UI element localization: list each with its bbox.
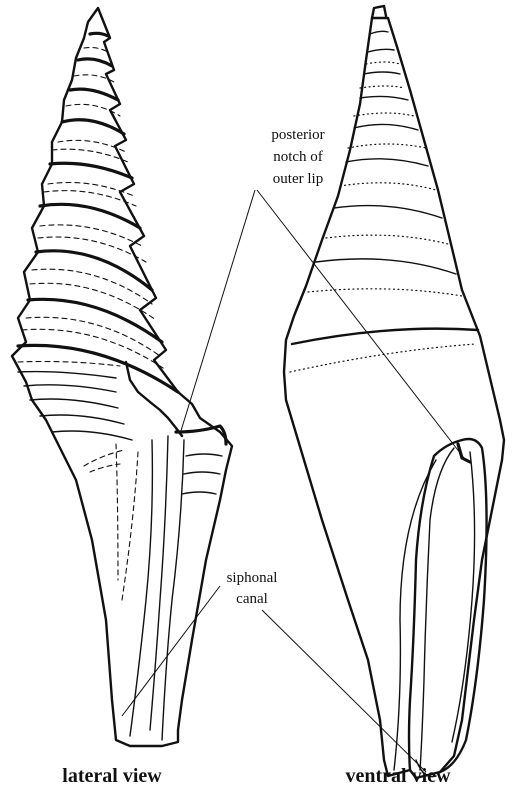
notch-leader-right — [257, 190, 464, 458]
lateral-body-line — [52, 431, 132, 440]
ventral-spiral-dots — [354, 113, 414, 116]
lateral-shell-outline — [12, 8, 232, 746]
lateral-suture — [28, 299, 162, 342]
canal-label: siphonal canal — [122, 570, 426, 772]
lateral-lip-line — [184, 472, 220, 474]
ventral-spiral-dots — [326, 235, 448, 244]
ventral-apex — [372, 6, 386, 18]
caption-lateral-view: lateral view — [62, 765, 162, 787]
notch-label-line-1: posterior — [271, 127, 324, 143]
ventral-spiral-dots — [348, 144, 426, 148]
ventral-suture — [292, 329, 478, 344]
lateral-canal-dash — [122, 452, 138, 600]
ventral-suture — [364, 72, 400, 74]
canal-label-line-2: canal — [236, 591, 268, 607]
ventral-spiral-dots — [366, 62, 400, 64]
ventral-suture — [368, 49, 394, 52]
lateral-suture — [70, 89, 118, 100]
lateral-lip-line — [182, 492, 216, 494]
lateral-canal-dash — [90, 464, 120, 472]
ventral-suture — [360, 96, 408, 100]
lateral-canal-dash — [84, 450, 124, 466]
canal-label-line-1: siphonal — [227, 570, 278, 586]
lateral-spiral-cord — [30, 283, 156, 320]
lateral-suture — [90, 33, 108, 36]
ventral-lip-inner — [452, 452, 475, 742]
notch-label-line-2: notch of — [273, 149, 323, 165]
lateral-columella — [130, 440, 152, 736]
lateral-view-shell — [12, 8, 232, 746]
ventral-view-shell — [284, 6, 504, 778]
canal-leader-right — [262, 610, 426, 772]
caption-ventral-view: ventral view — [346, 765, 452, 787]
lateral-suture — [62, 120, 124, 134]
ventral-spiral-dots — [290, 344, 476, 372]
lateral-body-line — [40, 415, 124, 424]
ventral-suture — [346, 159, 428, 166]
lateral-body-line — [18, 372, 116, 378]
lateral-canal-edge — [162, 440, 184, 740]
notch-label-line-3: outer lip — [273, 171, 323, 187]
notch-label: posterior notch of outer lip — [180, 127, 464, 458]
ventral-suture — [370, 31, 388, 34]
ventral-outer-lip — [440, 439, 487, 772]
lateral-body-line — [30, 399, 118, 408]
lateral-notch-sinus — [126, 362, 182, 436]
ventral-suture — [354, 124, 418, 130]
lateral-suture — [78, 59, 112, 66]
lateral-suture — [40, 204, 140, 228]
ventral-suture — [316, 259, 456, 274]
lateral-body-line — [24, 385, 116, 392]
ventral-suture — [334, 206, 442, 218]
notch-leader-left — [180, 190, 255, 434]
lateral-spiral-cord — [84, 48, 108, 53]
ventral-spiral-dots — [340, 183, 436, 190]
lateral-lip-line — [186, 454, 222, 456]
lateral-suture — [50, 163, 132, 178]
lateral-spiral-cord — [18, 362, 120, 367]
lateral-spiral-cord — [40, 225, 142, 246]
ventral-spiral-dots — [360, 86, 404, 88]
ventral-spiral-dots — [308, 289, 462, 296]
